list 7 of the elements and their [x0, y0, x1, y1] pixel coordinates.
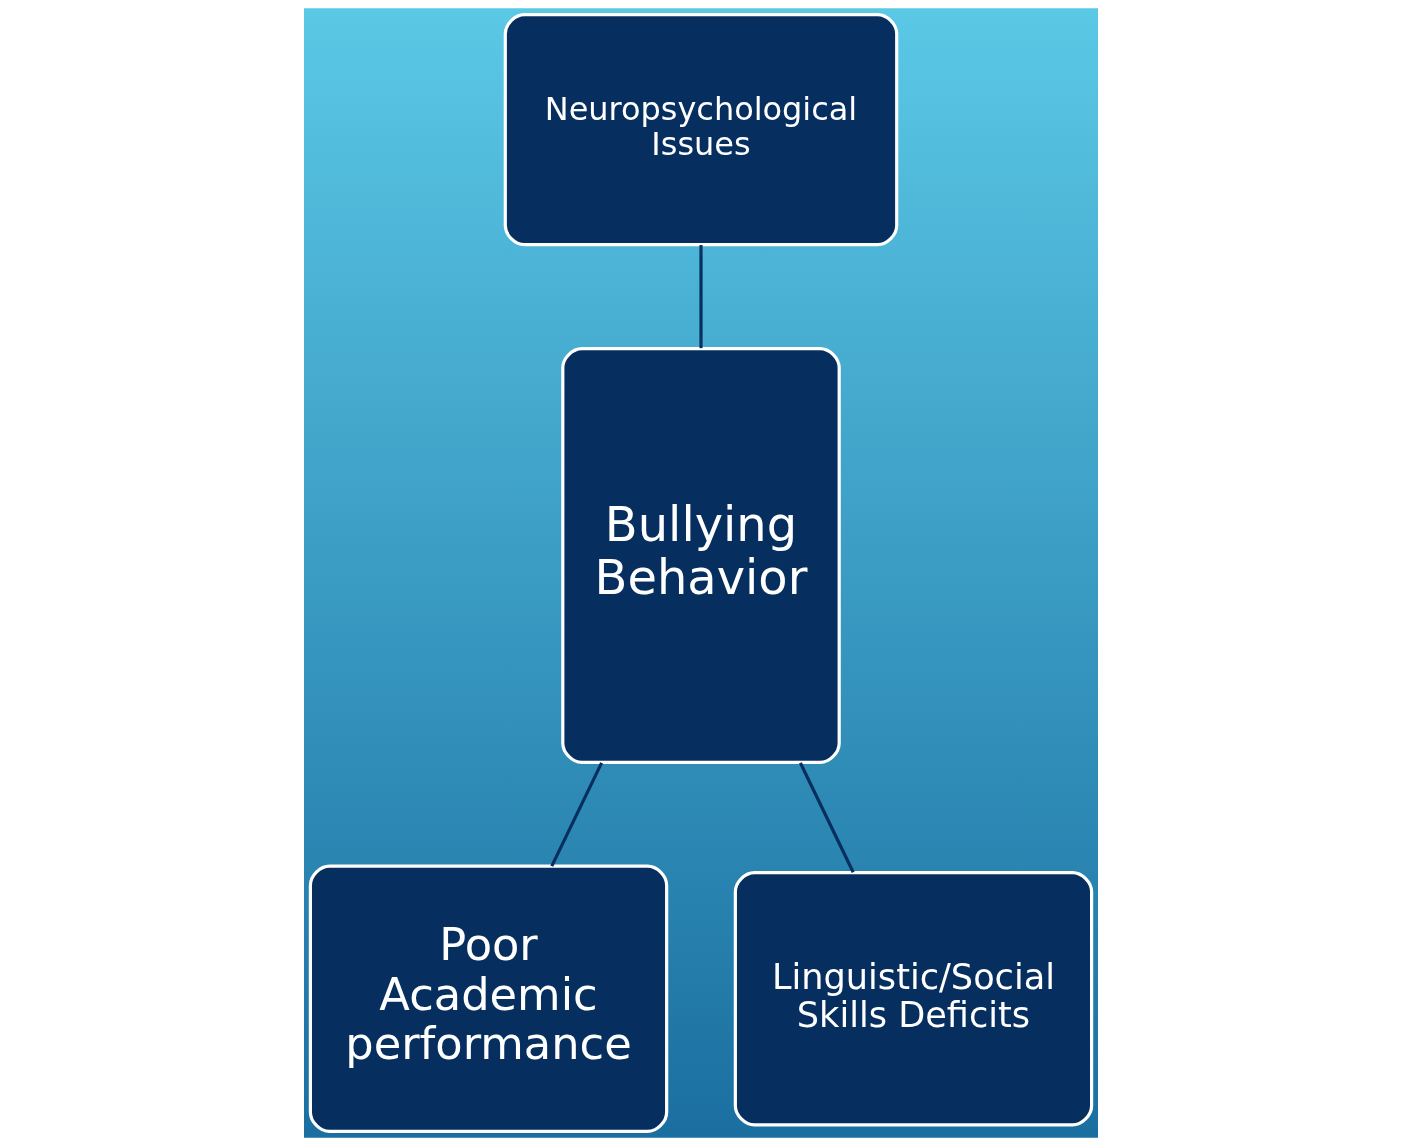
node-box: Linguistic/Social Skills Deficits	[733, 870, 1093, 1127]
connector	[549, 762, 603, 867]
node-box: Bullying Behavior	[560, 346, 841, 764]
node-box: Neuropsychological Issues	[503, 13, 898, 247]
node-box: Poor Academic performance	[308, 864, 668, 1133]
connector	[798, 762, 855, 873]
connector	[698, 245, 703, 349]
